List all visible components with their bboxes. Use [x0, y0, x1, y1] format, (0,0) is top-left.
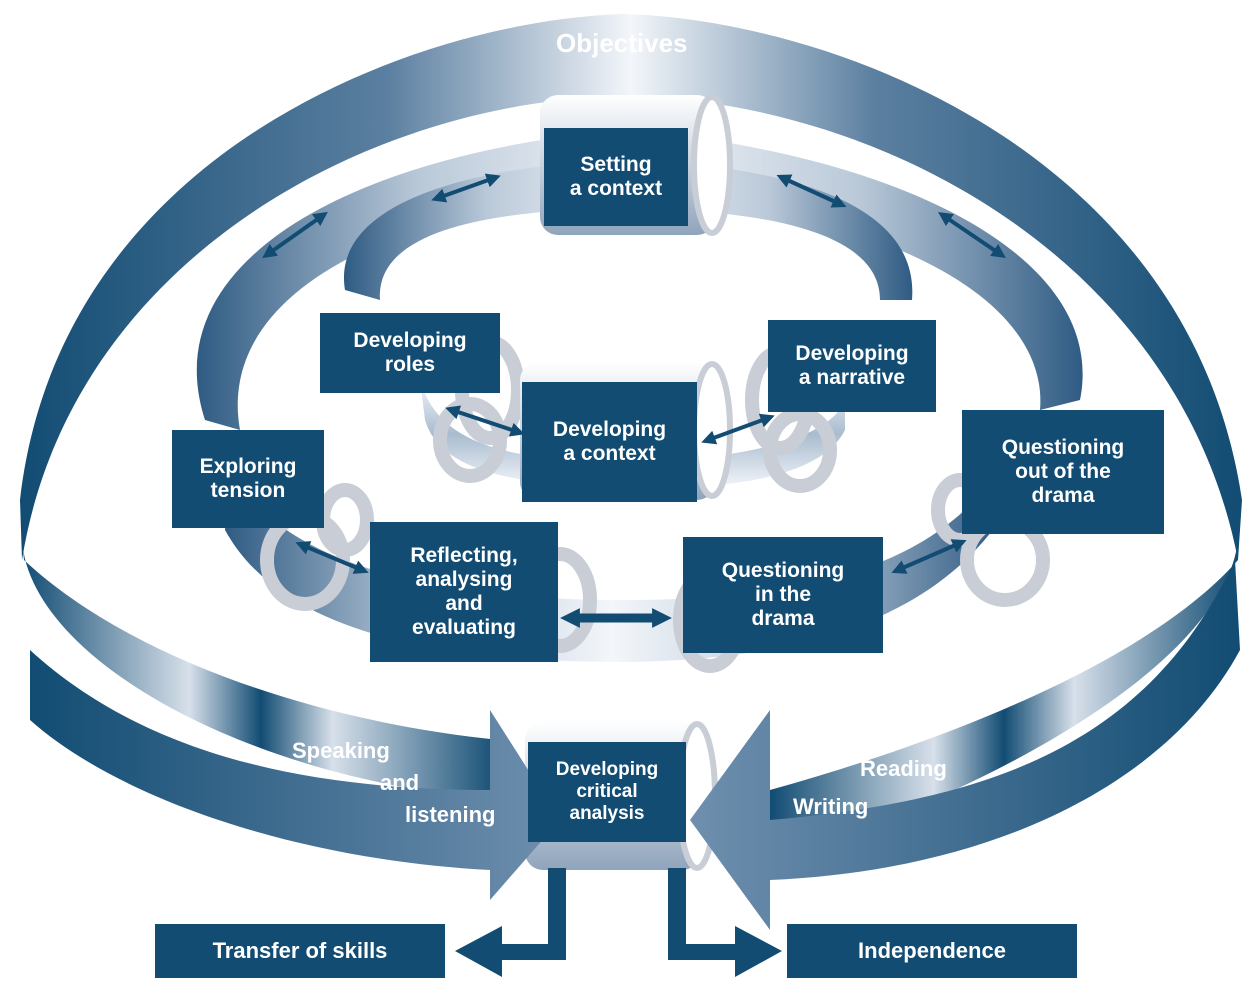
- label-and: and: [380, 770, 420, 795]
- arrow-context-right: [776, 174, 847, 208]
- arrow-narrative-context: [701, 413, 775, 445]
- arrow-roles-context: [445, 405, 525, 437]
- box-exploring-tension: Exploring tension: [172, 430, 324, 528]
- outer-ribbon-bottom-right: [770, 540, 1238, 860]
- connector-arrows: [262, 173, 1006, 574]
- box-developing-narrative: Developing a narrative: [768, 320, 936, 412]
- box-reflecting: Reflecting, analysing and evaluating: [370, 522, 558, 662]
- box-questioning-in: Questioning in the drama: [683, 537, 883, 653]
- box-transfer-of-skills: Transfer of skills: [155, 924, 445, 978]
- box-setting-context: Setting a context: [544, 128, 688, 226]
- independence-output-arrow: [668, 868, 782, 977]
- box-independence: Independence: [787, 924, 1077, 978]
- reading-writing-arrow: [690, 560, 1240, 930]
- arrow-outer-left: [262, 211, 328, 259]
- box-critical-analysis: Developing critical analysis: [528, 742, 686, 842]
- objectives-title: Objectives: [556, 28, 688, 58]
- label-speaking: Speaking: [292, 738, 390, 763]
- arrow-tension-reflecting: [295, 541, 369, 574]
- box-questioning-out: Questioning out of the drama: [962, 410, 1164, 534]
- label-writing: Writing: [793, 794, 869, 819]
- label-reading: Reading: [860, 756, 947, 781]
- speaking-listening-arrow: [30, 650, 560, 900]
- outer-ribbon: [20, 14, 1242, 560]
- outer-ribbon-bottom: [22, 540, 500, 800]
- box-developing-roles: Developing roles: [320, 313, 500, 393]
- transfer-output-arrow: [455, 868, 566, 977]
- box-developing-context: Developing a context: [522, 382, 697, 502]
- label-listening: listening: [405, 802, 496, 827]
- arrow-outer-right: [938, 211, 1006, 259]
- arrow-questioning-out-in: [891, 539, 967, 574]
- arrow-context-left: [431, 173, 501, 203]
